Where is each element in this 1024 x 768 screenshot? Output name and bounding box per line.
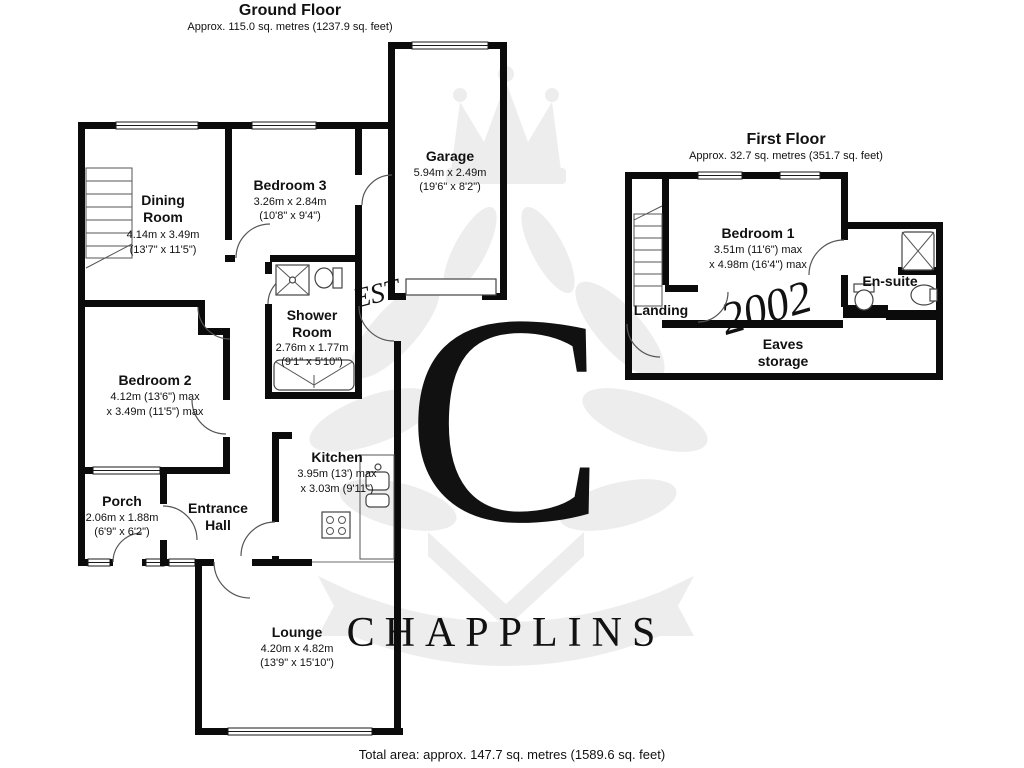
watermark-year: 2002 [715, 270, 817, 344]
total-area-text: Total area: approx. 147.7 sq. metres (15… [359, 747, 665, 762]
ensuite-door-arc [808, 239, 845, 276]
ensuite-name: En-suite [862, 273, 917, 289]
kitchen-hall-door-arc [240, 521, 276, 557]
bedroom2-door-arc [191, 399, 227, 435]
room-dining: Dining Room 4.14m x 3.49m (13'7" x 11'5"… [127, 192, 200, 256]
lounge-door-arc [213, 561, 251, 599]
ground-floor-doors [112, 174, 395, 599]
first-floor-labels: Bedroom 1 3.51m (11'6") max x 4.98m (16'… [634, 225, 918, 369]
ground-floor-subtitle: Approx. 115.0 sq. metres (1237.9 sq. fee… [187, 21, 392, 33]
ground-floor-labels: Dining Room 4.14m x 3.49m (13'7" x 11'5"… [86, 148, 487, 669]
porch-front-door-arc [112, 532, 143, 563]
garage-dim-imperial: (19'6" x 8'2") [419, 181, 481, 193]
lounge-name: Lounge [272, 624, 323, 640]
kitchen-name: Kitchen [311, 449, 362, 465]
bedroom3-door-arc [235, 223, 271, 259]
porch-dim-imperial: (6'9" x 6'2") [94, 526, 149, 538]
room-bedroom2: Bedroom 2 4.12m (13'6") max x 3.49m (11'… [107, 372, 204, 418]
bedroom1-dim-imperial: x 4.98m (16'4") max [709, 259, 807, 271]
room-bedroom3: Bedroom 3 3.26m x 2.84m (10'8" x 9'4") [253, 177, 326, 222]
bedroom1-dim-metric: 3.51m (11'6") max [714, 244, 803, 256]
entrance-hall-name-line1: Entrance [188, 500, 248, 516]
shower-tray [275, 264, 310, 296]
shower-name-line2: Room [292, 324, 332, 340]
ensuite-sink [910, 284, 938, 306]
stove [321, 511, 351, 539]
watermark-monogram: C [406, 253, 606, 585]
eaves-name-line2: storage [758, 353, 809, 369]
lounge-dim-imperial: (13'9" x 15'10") [260, 657, 334, 669]
bedroom2-dim-metric: 4.12m (13'6") max [110, 391, 200, 403]
landing-name: Landing [634, 302, 688, 318]
kitchen-counter [359, 454, 395, 560]
room-eaves: Eaves storage [758, 336, 809, 369]
dining-name-line1: Dining [141, 192, 185, 208]
garage-door [405, 278, 497, 296]
ground-floor-walls [78, 121, 403, 736]
garage-dim-metric: 5.94m x 2.49m [414, 167, 487, 179]
side-passage-door-arc [361, 174, 393, 206]
first-floor-header: First Floor Approx. 32.7 sq. metres (351… [689, 131, 883, 162]
ground-floor-header: Ground Floor Approx. 115.0 sq. metres (1… [187, 2, 392, 33]
bedroom2-dim-imperial: x 3.49m (11'5") max [107, 406, 204, 418]
eaves-name-line1: Eaves [763, 336, 804, 352]
kitchen-dim-metric: 3.95m (13') max [297, 468, 377, 480]
bedroom2-name: Bedroom 2 [118, 372, 191, 388]
bedroom3-name: Bedroom 3 [253, 177, 326, 193]
ground-floor-fixtures [85, 167, 395, 560]
first-floor-subtitle: Approx. 32.7 sq. metres (351.7 sq. feet) [689, 150, 883, 162]
room-bedroom1: Bedroom 1 3.51m (11'6") max x 4.98m (16'… [709, 225, 807, 271]
garage-walls [388, 41, 507, 300]
first-floor-walls [625, 171, 943, 380]
first-floor-title: First Floor [746, 131, 825, 148]
eaves-door-arc [626, 323, 661, 358]
stairs-first-floor [633, 205, 663, 307]
chevron-icon [428, 532, 584, 628]
banner-ribbon-icon [318, 576, 694, 666]
dining-dim-imperial: (13'7" x 11'5") [130, 244, 197, 256]
back-door-arc [358, 305, 395, 342]
bedroom1-name: Bedroom 1 [721, 225, 794, 241]
landing-bedroom1-door-arc [697, 291, 729, 323]
shower-dim-metric: 2.76m x 1.77m [276, 342, 349, 354]
shower-name-line1: Shower [287, 307, 338, 323]
kitchen-sink [365, 463, 390, 508]
ensuite-toilet [853, 283, 875, 311]
room-garage: Garage 5.94m x 2.49m (19'6" x 8'2") [414, 148, 487, 193]
toilet [314, 267, 343, 289]
room-porch: Porch 2.06m x 1.88m (6'9" x 6'2") [86, 493, 159, 538]
ensuite-shower-tray [901, 231, 935, 271]
room-kitchen: Kitchen 3.95m (13') max x 3.03m (9'11") [297, 449, 377, 495]
porch-name: Porch [102, 493, 142, 509]
shower-dim-imperial: (9'1" x 5'10") [281, 356, 343, 368]
room-shower: Shower Room 2.76m x 1.77m (9'1" x 5'10") [276, 307, 349, 368]
laurel-leaves-icon [309, 206, 708, 531]
room-lounge: Lounge 4.20m x 4.82m (13'9" x 15'10") [260, 624, 334, 669]
lounge-dim-metric: 4.20m x 4.82m [261, 643, 334, 655]
first-floor-doors [626, 239, 845, 358]
ground-floor-title: Ground Floor [239, 2, 341, 19]
porch-dim-metric: 2.06m x 1.88m [86, 512, 159, 524]
bathtub [273, 359, 355, 391]
dining-dim-metric: 4.14m x 3.49m [127, 229, 200, 241]
porch-hall-door-arc [162, 505, 198, 541]
bedroom3-dim-metric: 3.26m x 2.84m [254, 196, 327, 208]
garage-name: Garage [426, 148, 474, 164]
bedroom3-dim-imperial: (10'8" x 9'4") [259, 210, 321, 222]
kitchen-dim-imperial: x 3.03m (9'11") [300, 483, 373, 495]
entrance-hall-name-line2: Hall [205, 517, 231, 533]
dining-hall-door-arc [197, 306, 231, 340]
first-floor-fixtures [633, 205, 938, 311]
dining-name-line2: Room [143, 209, 183, 225]
stairs [85, 167, 133, 269]
room-entrance-hall: Entrance Hall [188, 500, 248, 533]
